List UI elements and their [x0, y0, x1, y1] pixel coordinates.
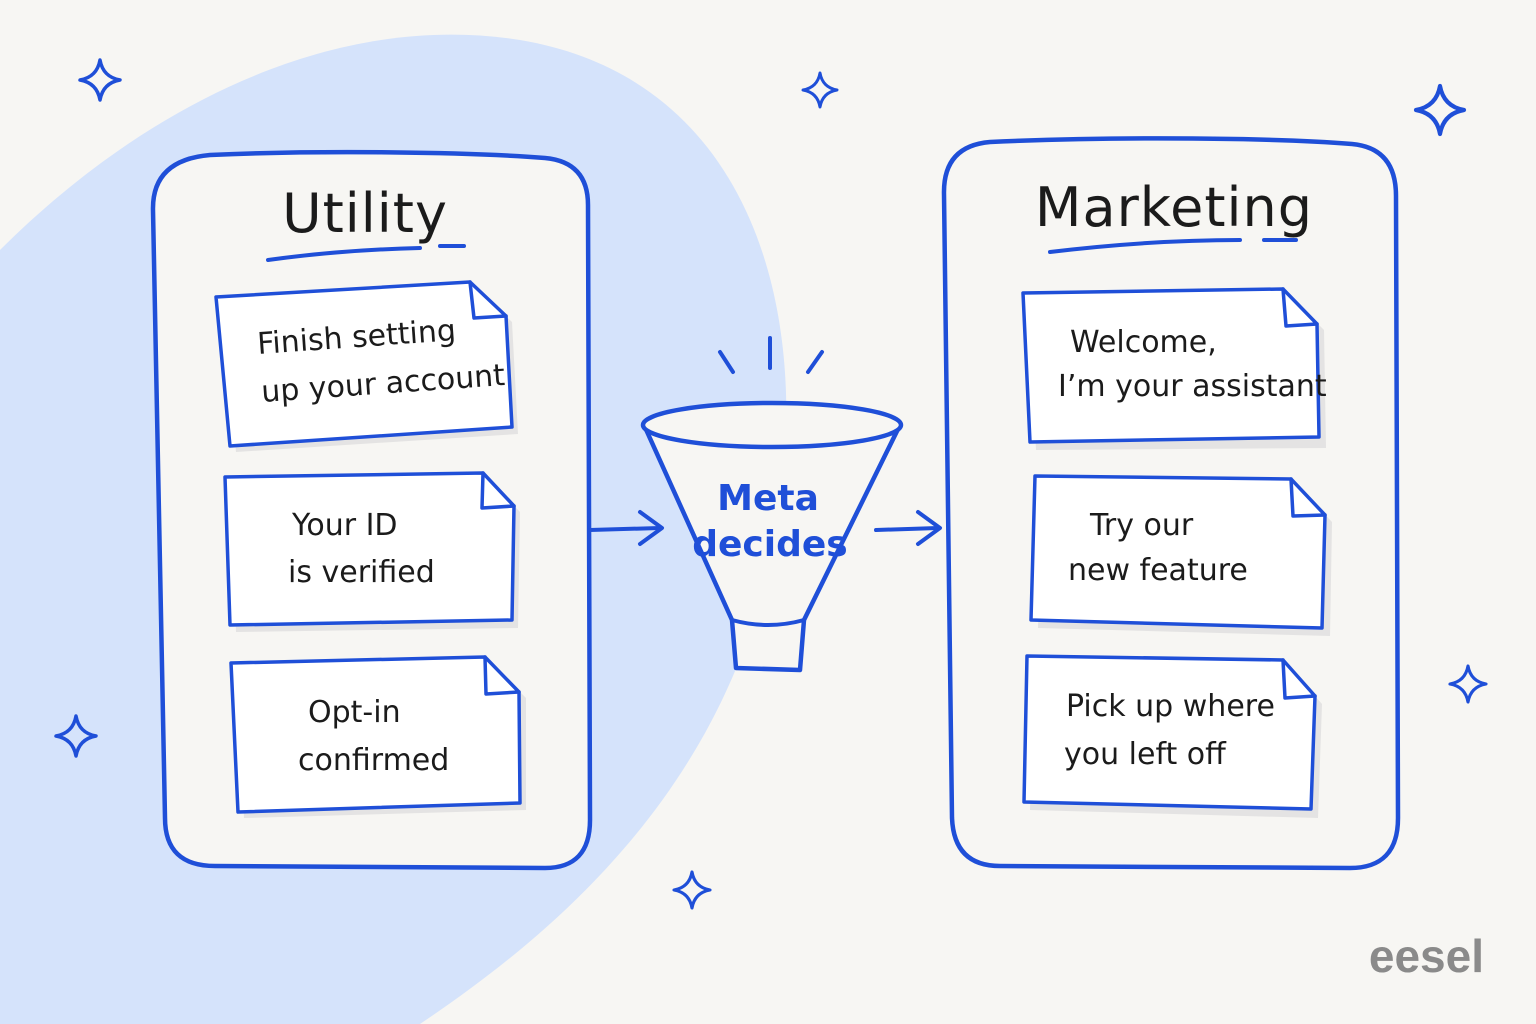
- funnel-rays: [718, 336, 824, 374]
- utility-title: Utility: [282, 182, 448, 245]
- note-card: [223, 471, 516, 627]
- note-text-line1: Try our: [1089, 508, 1194, 543]
- brand-logo: eesel: [1369, 930, 1484, 982]
- note-fold: [1289, 477, 1327, 518]
- note-text-line2: I’m your assistant: [1058, 369, 1327, 404]
- note-fold: [1281, 658, 1317, 700]
- funnel-label-line1: Meta: [717, 478, 819, 519]
- note-text-line1: Opt-in: [308, 695, 401, 730]
- funnel-icon: Meta decides: [640, 336, 904, 673]
- utility-note-2: Your ID is verified: [223, 471, 520, 632]
- utility-note-3: Opt-in confirmed: [229, 655, 526, 818]
- utility-title-underline: [266, 246, 422, 262]
- note-card: [1029, 474, 1327, 630]
- utility-panel: Utility Finish setting up your account Y…: [150, 149, 593, 871]
- note-fold: [480, 471, 516, 510]
- funnel-label-line2: decides: [692, 524, 847, 565]
- note-text-line1: Welcome,: [1070, 325, 1217, 360]
- note-text-line1: Your ID: [291, 508, 398, 543]
- note-card: [229, 655, 522, 814]
- note-text-line2: you left off: [1064, 737, 1227, 772]
- note-card: [1022, 654, 1317, 811]
- marketing-title-underline: [1048, 238, 1242, 254]
- arrow-right-icon: [874, 510, 942, 546]
- note-card: [1021, 287, 1321, 444]
- marketing-note-2: Try our new feature: [1029, 474, 1332, 636]
- note-text-line2: new feature: [1068, 553, 1248, 588]
- marketing-note-3: Pick up where you left off: [1022, 654, 1322, 818]
- note-fold: [1281, 287, 1319, 328]
- note-text-line2: confirmed: [298, 743, 449, 778]
- marketing-title: Marketing: [1035, 176, 1313, 239]
- note-text-line1: Pick up where: [1066, 689, 1275, 724]
- marketing-note-1: Welcome, I’m your assistant: [1021, 287, 1327, 450]
- marketing-panel: Marketing Welcome, I’m your assistant Tr…: [941, 136, 1401, 871]
- note-fold: [468, 280, 508, 320]
- funnel-body: [641, 424, 903, 673]
- arrow-right-icon: [588, 510, 664, 546]
- utility-note-1: Finish setting up your account: [214, 280, 518, 452]
- funnel-spout-line: [730, 618, 806, 627]
- note-card: [214, 280, 514, 448]
- note-text-line2: is verified: [288, 555, 435, 590]
- funnel-rim: [640, 400, 904, 450]
- note-fold: [483, 655, 521, 696]
